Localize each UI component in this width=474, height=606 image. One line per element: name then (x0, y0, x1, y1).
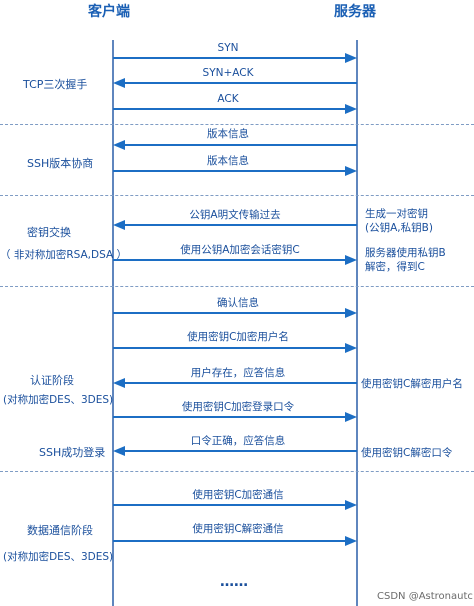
message-arrow-head (345, 255, 357, 265)
phase-key-exchange-subtitle: （ 非对称加密RSA,DSA ） (0, 249, 127, 261)
message-arrow-head (345, 343, 357, 353)
message-arrow-head (345, 53, 357, 63)
message-label: SYN+ACK (202, 67, 254, 79)
message-arrow-head (345, 536, 357, 546)
phase-version-negotiation-label: SSH版本协商 (27, 157, 94, 170)
message-arrow-head (345, 166, 357, 176)
server-header: 服务器 (334, 4, 376, 20)
phase-authentication-label: 认证阶段 (30, 374, 74, 387)
message-label: ACK (217, 93, 239, 105)
message-label: 使用密钥C加密登录口令 (181, 401, 295, 413)
watermark: CSDN @Astronautc (377, 591, 473, 602)
message-label: 版本信息 (207, 128, 249, 140)
message-label: 版本信息 (207, 155, 249, 167)
message-arrow-head (113, 446, 125, 456)
message-arrow-head (113, 220, 125, 230)
phase-separator (0, 286, 474, 287)
phase-separator (0, 124, 474, 125)
phase-separator (0, 195, 474, 196)
message-arrows (113, 53, 357, 546)
message-label: 使用密钥C加密用户名 (187, 331, 289, 343)
message-arrow-head (345, 104, 357, 114)
message-arrow-head (113, 78, 125, 88)
message-label: 确认信息 (217, 297, 259, 309)
server-note: 解密，得到C (365, 261, 425, 273)
message-label: 口令正确，应答信息 (190, 435, 286, 447)
phase-key-exchange-label: 密钥交换 (27, 226, 71, 239)
phase-separator (0, 471, 474, 472)
message-arrow-head (113, 378, 125, 388)
phase-data-transfer-subtitle: (对称加密DES、3DES) (3, 551, 114, 563)
server-note: 服务器使用私钥B (365, 247, 446, 259)
message-label: 公钥A明文传输过去 (189, 209, 281, 221)
server-note: 使用密钥C解密口令 (361, 447, 453, 459)
message-label: 使用公钥A加密会话密钥C (180, 244, 300, 256)
message-arrow-head (345, 500, 357, 510)
phase-tcp-handshake-label: TCP三次握手 (23, 78, 88, 91)
server-note: (公钥A,私钥B) (365, 222, 433, 234)
server-note: 生成一对密钥 (365, 208, 428, 220)
message-arrow-head (345, 412, 357, 422)
message-label: 使用密钥C解密通信 (192, 523, 284, 535)
message-label: SYN (217, 42, 239, 54)
phase-authentication-subtitle: (对称加密DES、3DES) (3, 394, 114, 406)
client-header: 客户端 (88, 4, 130, 20)
server-note: 使用密钥C解密用户名 (361, 378, 463, 390)
message-arrow-head (113, 140, 125, 150)
ellipsis: …… (220, 574, 248, 590)
message-label: 使用密钥C加密通信 (192, 489, 284, 501)
phase-data-transfer-label: 数据通信阶段 (27, 524, 93, 537)
message-label: 用户存在，应答信息 (190, 367, 286, 379)
message-arrow-head (345, 308, 357, 318)
phase-login-success-label: SSH成功登录 (39, 446, 106, 459)
